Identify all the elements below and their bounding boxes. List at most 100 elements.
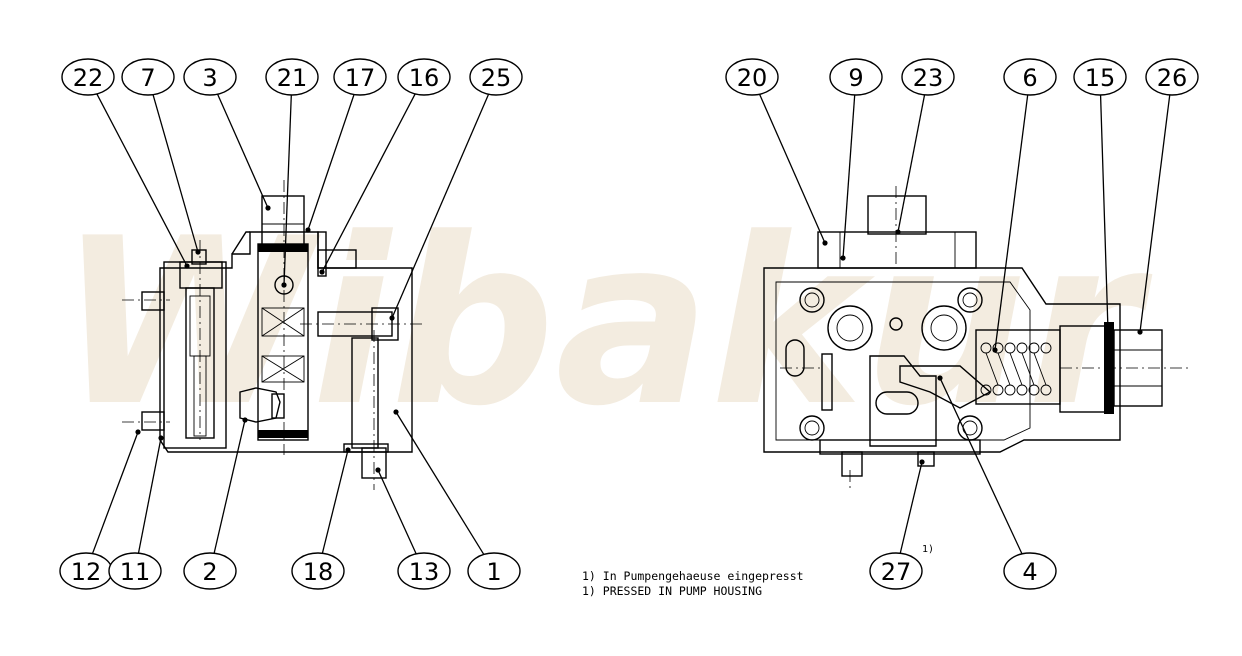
leader-line-23 — [897, 94, 926, 233]
leader-line-4 — [939, 377, 1023, 555]
callout-ellipse — [265, 58, 319, 96]
callout-ellipse — [61, 58, 115, 96]
callout-label: 1 — [486, 558, 501, 586]
leader-dot-27 — [919, 459, 925, 465]
callout-bubble-1: 1 — [467, 552, 521, 590]
leader-line-11 — [137, 437, 162, 554]
leader-dot-23 — [895, 229, 901, 235]
callout-bubble-27: 27 — [869, 552, 923, 590]
callout-label: 2 — [202, 558, 217, 586]
callout-ellipse — [1145, 58, 1199, 96]
right-sectional-view — [763, 186, 1190, 492]
leader-line-16 — [321, 93, 416, 273]
callout-label: 11 — [120, 558, 151, 586]
callout-ellipse — [183, 58, 237, 96]
leader-line-1 — [395, 411, 485, 555]
leader-line-18 — [321, 449, 349, 554]
leader-dot-6 — [992, 347, 998, 353]
callout-bubble-16: 16 — [397, 58, 451, 96]
callout-label: 15 — [1085, 64, 1116, 92]
left-sectional-view — [122, 180, 425, 490]
callout-label: 16 — [409, 64, 440, 92]
callout-bubble-18: 18 — [291, 552, 345, 590]
watermark-text: Wibakur — [58, 190, 1153, 457]
leader-dot-2 — [242, 417, 248, 423]
leader-line-9 — [842, 94, 856, 259]
leader-dot-21 — [281, 282, 287, 288]
callout-bubble-20: 20 — [725, 58, 779, 96]
callout-bubble-13: 13 — [397, 552, 451, 590]
callout-bubble-9: 9 — [829, 58, 883, 96]
note-german: 1) In Pumpengehaeuse eingepresst — [582, 569, 804, 583]
callout-label: 12 — [71, 558, 102, 586]
callout-bubble-4: 4 — [1003, 552, 1057, 590]
callout-label: 17 — [345, 64, 376, 92]
callout-ellipse — [469, 58, 523, 96]
leader-line-12 — [91, 431, 139, 554]
callout-label: 18 — [303, 558, 334, 586]
callout-bubble-12: 12 — [59, 552, 113, 590]
callout-bubble-11: 11 — [108, 552, 162, 590]
callout-bubble-7: 7 — [121, 58, 175, 96]
callout-bubble-15: 15 — [1073, 58, 1127, 96]
callout-ellipse — [121, 58, 175, 96]
callout-bubble-22: 22 — [61, 58, 115, 96]
leader-dot-7 — [195, 249, 201, 255]
callout-bubble-23: 23 — [901, 58, 955, 96]
leader-line-15 — [1099, 94, 1109, 331]
callout-ellipse — [829, 58, 883, 96]
leader-dot-4 — [937, 375, 943, 381]
leader-dot-15 — [1105, 327, 1111, 333]
leader-dot-13 — [375, 467, 381, 473]
leader-dot-1 — [393, 409, 399, 415]
callout-label: 22 — [73, 64, 104, 92]
callout-ellipse — [901, 58, 955, 96]
leader-line-26 — [1139, 94, 1171, 333]
callout-label: 21 — [277, 64, 308, 92]
leader-dot-11 — [158, 435, 164, 441]
leader-line-20 — [758, 93, 826, 244]
leader-dot-25 — [389, 315, 395, 321]
callout-bubble-17: 17 — [333, 58, 387, 96]
callout-label: 7 — [140, 64, 155, 92]
callout-label: 26 — [1157, 64, 1188, 92]
callout-label: 25 — [481, 64, 512, 92]
leader-lines — [91, 93, 1171, 555]
callout-ellipse — [1003, 58, 1057, 96]
callout-ellipse — [1073, 58, 1127, 96]
callout-label: 27 — [881, 558, 912, 586]
leader-line-7 — [152, 94, 199, 253]
callout-ellipse — [467, 552, 521, 590]
leader-line-25 — [391, 93, 490, 319]
leader-dot-12 — [135, 429, 141, 435]
leader-line-13 — [377, 469, 417, 555]
callout-ellipse — [397, 58, 451, 96]
callout-label: 20 — [737, 64, 768, 92]
callout-label: 3 — [202, 64, 217, 92]
callout-ellipse — [1003, 552, 1057, 590]
leader-dot-18 — [345, 447, 351, 453]
leader-dot-17 — [305, 227, 311, 233]
callout-ellipse — [108, 552, 162, 590]
callout-label: 6 — [1022, 64, 1037, 92]
leader-dot-22 — [184, 263, 190, 269]
callout-label: 9 — [848, 64, 863, 92]
callout-ellipse — [725, 58, 779, 96]
note-english: 1) PRESSED IN PUMP HOUSING — [582, 584, 762, 598]
callout-ellipse — [333, 58, 387, 96]
leader-dot-3 — [265, 205, 271, 211]
leader-line-27 — [899, 461, 923, 554]
callout-ellipse — [291, 552, 345, 590]
callout-bubble-3: 3 — [183, 58, 237, 96]
callout-ellipse — [183, 552, 237, 590]
callout-ellipse — [869, 552, 923, 590]
callout-label: 13 — [409, 558, 440, 586]
leader-dot-9 — [840, 255, 846, 261]
callout-bubbles: 22 7 3 21 17 16 25 12 11 2 18 13 1 20 9 23 6 15 26 27 4 — [59, 58, 1199, 590]
leader-dot-20 — [822, 240, 828, 246]
callout-bubble-25: 25 — [469, 58, 523, 96]
callout-bubble-26: 26 — [1145, 58, 1199, 96]
leader-line-22 — [96, 93, 188, 267]
leader-dot-26 — [1137, 329, 1143, 335]
